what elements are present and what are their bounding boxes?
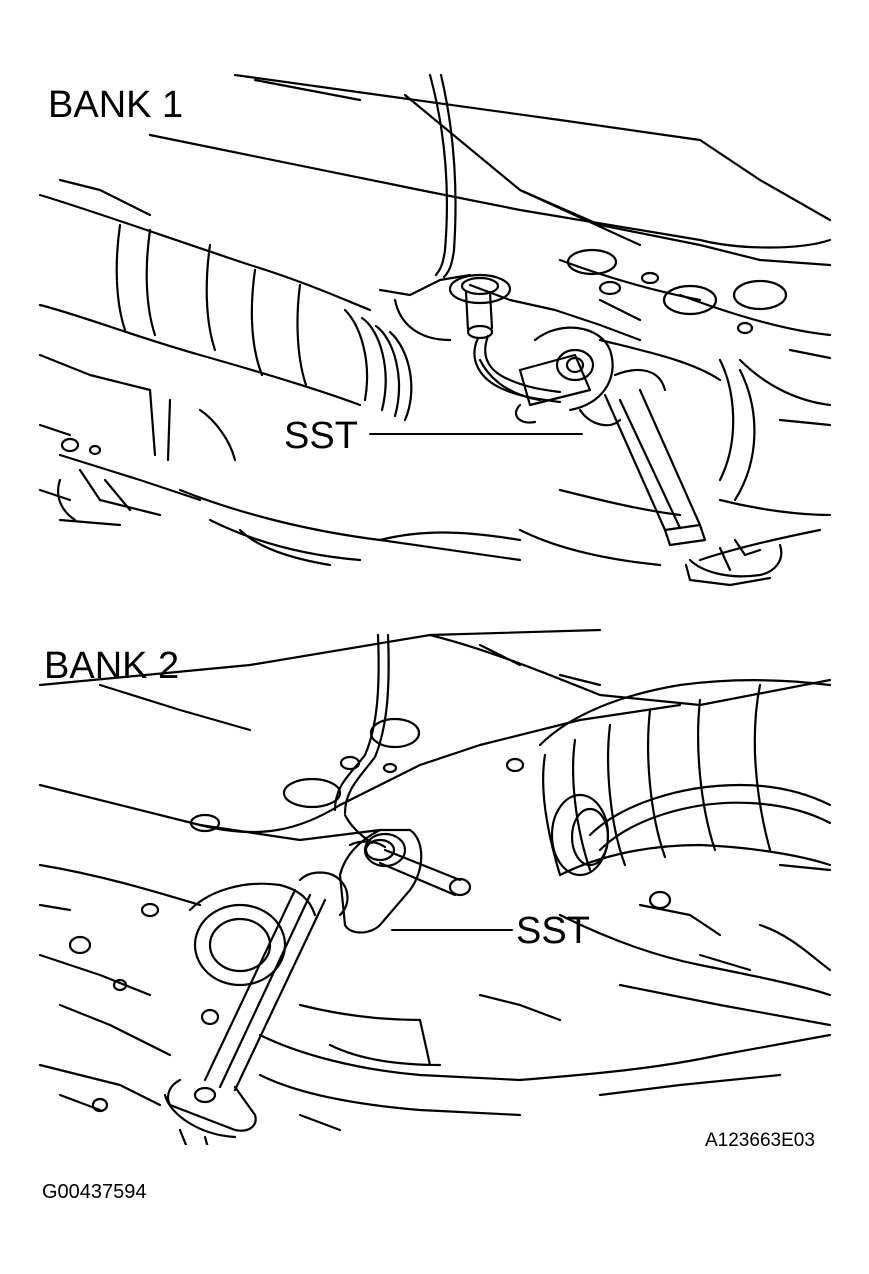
bank-1-sst-label: SST <box>284 415 358 457</box>
figure-code: A123663E03 <box>705 1130 815 1151</box>
sst-tool <box>163 828 423 1145</box>
bank-2-title: BANK 2 <box>44 645 180 687</box>
underbody-floor-pan <box>148 73 832 427</box>
bank-2-panel: BANK 2 SST <box>0 625 869 1145</box>
catalytic-converter <box>505 678 832 1027</box>
sensor-wire <box>428 73 457 279</box>
document-id: G00437594 <box>42 1181 147 1203</box>
bank-1-panel: BANK 1 SST <box>0 60 869 605</box>
oxygen-sensor <box>343 813 472 897</box>
oxygen-sensor <box>448 273 562 404</box>
mounting-bracket <box>378 273 832 567</box>
exhaust-pipe <box>38 882 832 1132</box>
underbody-floor-pan <box>38 628 832 912</box>
bank-1-title: BANK 1 <box>48 84 184 126</box>
bank-2-sst-label: SST <box>516 910 590 952</box>
sst-tool <box>514 326 783 587</box>
bank-1-illustration <box>38 73 832 587</box>
exhaust-pipe <box>38 178 522 567</box>
bank-2-illustration <box>38 628 832 1145</box>
sensor-wire <box>333 633 390 815</box>
